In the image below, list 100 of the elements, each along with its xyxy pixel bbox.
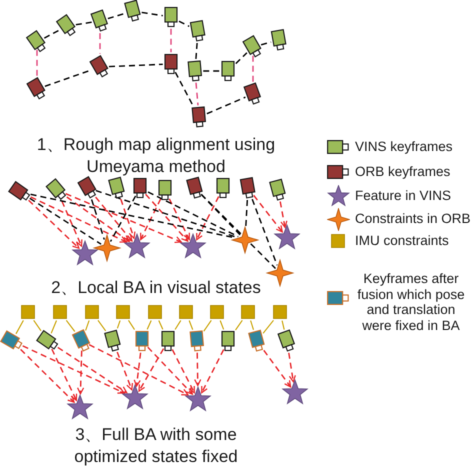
camera-icon bbox=[90, 9, 108, 32]
dashed-line bbox=[44, 29, 60, 39]
dashed-arrow bbox=[66, 196, 130, 242]
dashed-line bbox=[99, 33, 101, 54]
camera-icon bbox=[216, 178, 230, 198]
dashed-arrow bbox=[145, 194, 188, 242]
camera-icon bbox=[133, 178, 147, 198]
dashed-line bbox=[36, 50, 38, 76]
dashed-arrow bbox=[147, 346, 193, 395]
camera-icon bbox=[269, 178, 286, 201]
legend-text: Keyframes after fusion which pose and translation were fixed in BA bbox=[356, 271, 466, 333]
camera-icon bbox=[190, 330, 204, 352]
line bbox=[85, 320, 90, 331]
dashed-arrow bbox=[22, 345, 125, 394]
square-icon bbox=[21, 305, 35, 319]
dashed-arrow bbox=[57, 346, 128, 394]
dashed-arrow bbox=[263, 350, 292, 388]
legend-text: ORB keyframes bbox=[355, 164, 450, 180]
dashed-line bbox=[252, 56, 254, 82]
star-icon bbox=[274, 224, 300, 250]
camera-icon bbox=[164, 54, 178, 74]
dashed-arrow bbox=[172, 349, 195, 394]
legend-text: Constraints in ORB bbox=[355, 211, 471, 227]
line bbox=[116, 320, 121, 328]
dashed-line bbox=[110, 196, 136, 242]
line bbox=[98, 320, 106, 332]
line bbox=[235, 320, 243, 330]
dashed-arrow bbox=[134, 352, 142, 387]
dashed-arrow bbox=[201, 349, 224, 394]
camera-icon bbox=[158, 180, 172, 200]
camera-icon bbox=[192, 106, 206, 128]
dashed-arrow bbox=[20, 348, 75, 403]
dashed-arrow bbox=[196, 196, 220, 240]
camera-icon bbox=[188, 60, 202, 82]
dashed-line bbox=[260, 41, 272, 46]
dashed-arrow bbox=[168, 198, 190, 240]
star-icon bbox=[122, 384, 148, 410]
dashed-line bbox=[235, 52, 248, 64]
legend-text: Feature in VINS bbox=[355, 188, 452, 204]
dashed-arrow bbox=[288, 352, 296, 382]
dashed-arrow bbox=[138, 348, 164, 392]
square-icon bbox=[210, 305, 224, 319]
dashed-line bbox=[245, 200, 248, 227]
camera-icon bbox=[190, 20, 206, 42]
dashed-line bbox=[96, 190, 238, 238]
dashed-line bbox=[252, 198, 278, 266]
camera-icon bbox=[221, 330, 235, 352]
camera-icon bbox=[89, 55, 108, 78]
camera-icon bbox=[0, 330, 22, 350]
star-icon bbox=[266, 258, 294, 288]
dashed-arrow bbox=[28, 200, 80, 249]
square-icon bbox=[85, 305, 99, 319]
star-icon bbox=[184, 386, 212, 412]
square-icon bbox=[241, 305, 255, 319]
line bbox=[250, 320, 254, 330]
camera-icon bbox=[243, 82, 262, 105]
legend-text: IMU constraints bbox=[355, 233, 449, 249]
line bbox=[66, 320, 76, 332]
dashed-arrow bbox=[30, 196, 127, 243]
dashed-line bbox=[200, 194, 242, 236]
square-icon bbox=[179, 305, 193, 319]
star-icon bbox=[230, 226, 260, 254]
line bbox=[282, 320, 285, 330]
line bbox=[158, 320, 164, 330]
camera-icon bbox=[108, 176, 125, 199]
dashed-line bbox=[170, 28, 172, 52]
dashed-line bbox=[206, 96, 246, 114]
line bbox=[174, 320, 182, 330]
dashed-arrow bbox=[140, 198, 162, 240]
dashed-arrow bbox=[253, 194, 283, 233]
dashed-line bbox=[108, 12, 126, 20]
camera-icon bbox=[186, 176, 203, 199]
dashed-arrow bbox=[51, 348, 78, 401]
camera-icon bbox=[221, 60, 235, 82]
dashed-line bbox=[142, 12, 163, 16]
panel-caption: 3、Full BA with some optimized states fixed bbox=[73, 424, 239, 468]
camera-icon bbox=[161, 330, 175, 352]
line bbox=[128, 320, 135, 330]
star-icon bbox=[124, 232, 150, 258]
dashed-arrow bbox=[120, 198, 136, 239]
line bbox=[220, 320, 224, 330]
dashed-line bbox=[178, 20, 190, 28]
square-icon bbox=[116, 305, 130, 319]
star-icon bbox=[92, 234, 122, 262]
camera-icon bbox=[72, 329, 90, 352]
dashed-line bbox=[148, 191, 239, 238]
dashed-line bbox=[174, 72, 194, 106]
star-icon bbox=[72, 240, 98, 266]
dashed-arrow bbox=[194, 352, 202, 386]
line bbox=[203, 320, 212, 332]
dashed-line bbox=[200, 194, 276, 269]
camera-icon bbox=[270, 28, 286, 51]
line bbox=[146, 320, 152, 330]
square-icon bbox=[53, 305, 67, 319]
dashed-line bbox=[203, 70, 220, 72]
camera-icon bbox=[240, 176, 256, 199]
camera-icon bbox=[242, 35, 262, 58]
dashed-arrow bbox=[76, 350, 84, 394]
dashed-arrow bbox=[88, 344, 188, 396]
dashed-line bbox=[195, 42, 198, 60]
